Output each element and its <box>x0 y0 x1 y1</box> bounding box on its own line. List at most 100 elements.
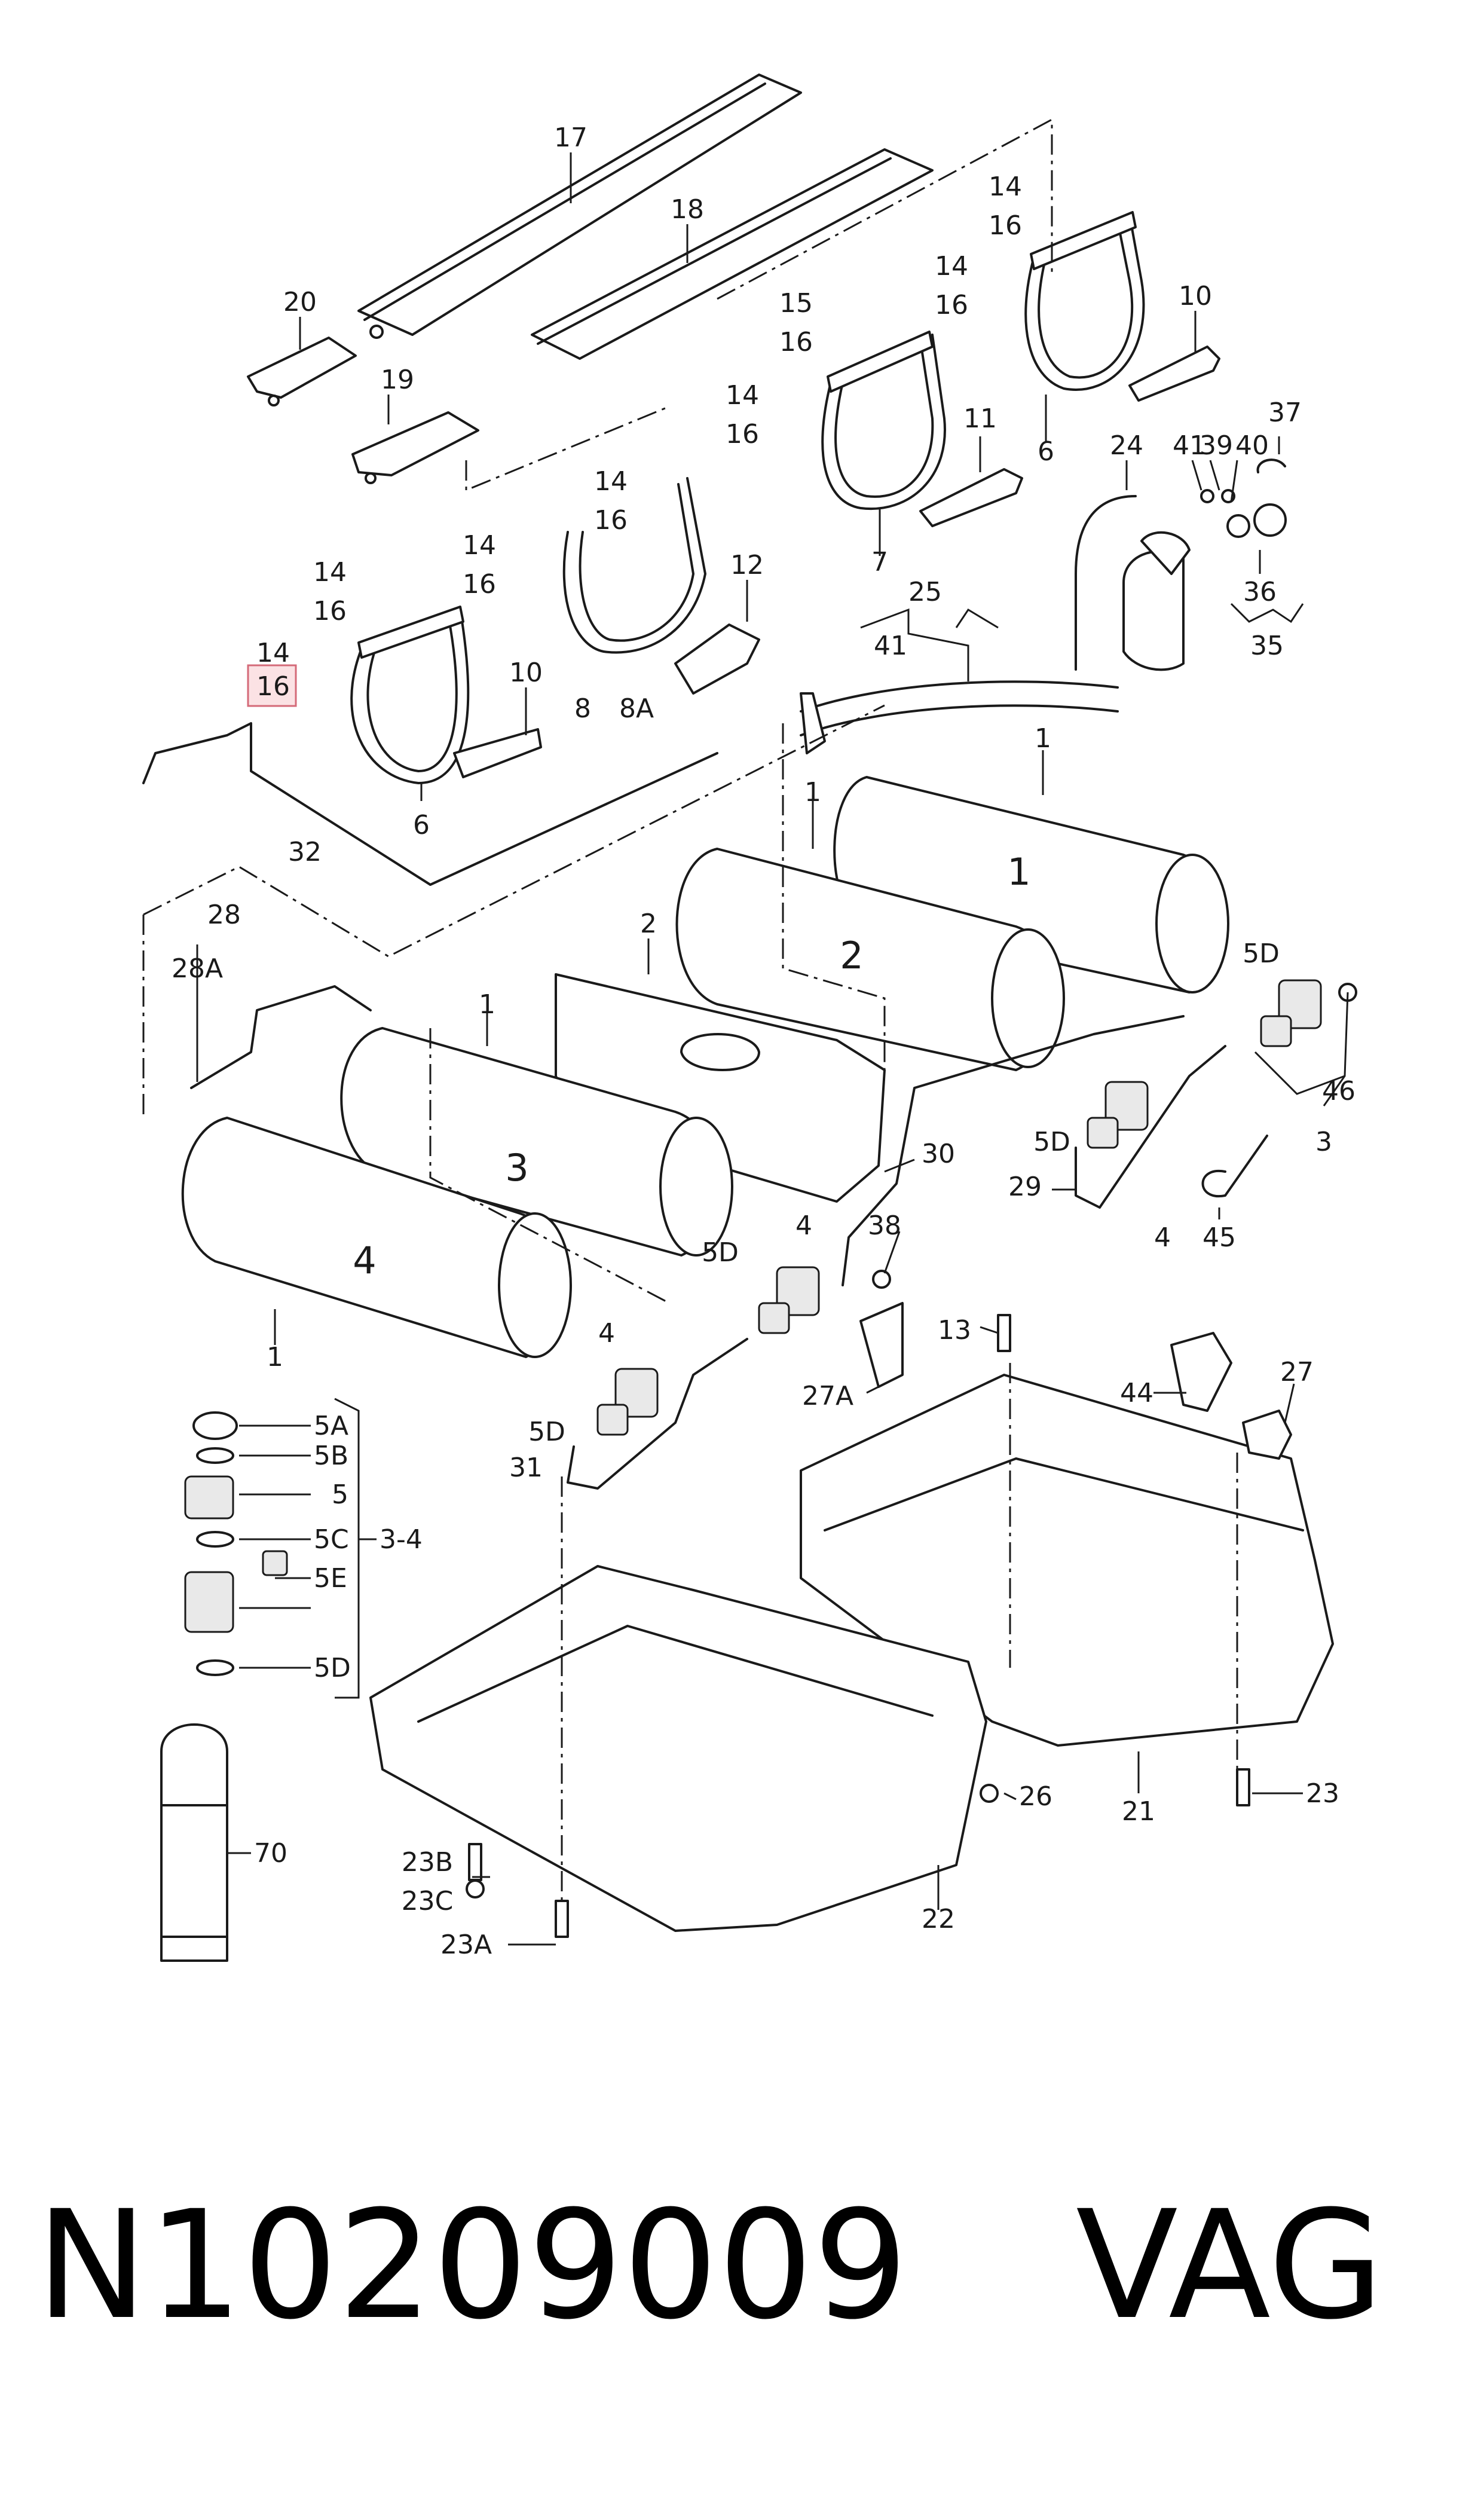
callout-40[interactable]: 40 <box>1235 430 1269 461</box>
footer: N10209009 VAG <box>0 2176 1484 2355</box>
strap-7 <box>821 331 946 510</box>
callout-30[interactable]: 30 <box>922 1139 955 1169</box>
callout-16-r2[interactable]: 16 <box>935 290 968 320</box>
callout-5d-r2[interactable]: 5D <box>1033 1127 1070 1157</box>
callout-5d-mid[interactable]: 5D <box>702 1237 739 1268</box>
callout-4-r[interactable]: 4 <box>1154 1222 1171 1253</box>
callout-14-l2[interactable]: 14 <box>256 638 290 668</box>
callout-1-l[interactable]: 1 <box>479 989 495 1020</box>
callout-14-m2[interactable]: 14 <box>463 530 496 561</box>
callout-5a[interactable]: 5A <box>314 1411 348 1441</box>
callout-16-m2[interactable]: 16 <box>463 569 496 600</box>
callout-28a[interactable]: 28A <box>172 953 223 984</box>
callout-16-l1[interactable]: 16 <box>313 596 347 626</box>
callout-21[interactable]: 21 <box>1122 1796 1155 1827</box>
callout-36[interactable]: 36 <box>1243 577 1277 607</box>
assembly-line-tank <box>142 915 670 1304</box>
callout-3-4[interactable]: 3-4 <box>380 1524 423 1555</box>
callout-24[interactable]: 24 <box>1110 430 1143 461</box>
callout-8[interactable]: 8 <box>574 693 591 724</box>
callout-2[interactable]: 2 <box>640 909 657 939</box>
callout-15[interactable]: 15 <box>779 288 813 319</box>
gas-line-28 <box>190 985 372 1089</box>
callout-5d-r1[interactable]: 5D <box>1243 938 1280 969</box>
gas-line-32 <box>142 722 718 886</box>
callout-5c[interactable]: 5C <box>314 1524 349 1555</box>
callout-10-r[interactable]: 10 <box>1179 281 1212 311</box>
callout-20[interactable]: 20 <box>283 287 317 317</box>
callout-17[interactable]: 17 <box>554 123 588 153</box>
callout-23a[interactable]: 23A <box>440 1930 492 1960</box>
callout-41-top[interactable]: 41 <box>1173 430 1206 461</box>
callout-16-r3[interactable]: 16 <box>779 327 813 357</box>
callout-26[interactable]: 26 <box>1019 1781 1052 1812</box>
strap-10-right <box>1128 346 1220 402</box>
callout-4-mid[interactable]: 4 <box>795 1210 812 1241</box>
callout-5b[interactable]: 5B <box>314 1441 348 1471</box>
callout-19[interactable]: 19 <box>381 365 414 395</box>
callout-37[interactable]: 37 <box>1268 398 1302 428</box>
strap-6-right <box>1024 211 1145 391</box>
callout-23b[interactable]: 23B <box>402 1847 453 1878</box>
callout-5[interactable]: 5 <box>332 1479 348 1510</box>
callout-1-top[interactable]: 1 <box>1035 723 1051 754</box>
callout-13[interactable]: 13 <box>938 1315 971 1346</box>
callout-16-selected[interactable]: 16 <box>256 671 290 702</box>
label-2-cylinder[interactable]: 2 <box>840 934 863 977</box>
callout-1-mid[interactable]: 1 <box>804 777 821 808</box>
callout-14-r4[interactable]: 14 <box>726 380 759 411</box>
brand: VAG <box>1076 2178 1384 2352</box>
callout-4-low[interactable]: 4 <box>598 1318 615 1349</box>
callout-5d-low[interactable]: 5D <box>528 1417 565 1447</box>
label-4-cylinder[interactable]: 4 <box>353 1239 376 1282</box>
cylinder-70 <box>160 1723 228 1962</box>
callout-7[interactable]: 7 <box>871 547 888 577</box>
callout-27[interactable]: 27 <box>1280 1357 1314 1387</box>
callout-28[interactable]: 28 <box>207 900 241 930</box>
callout-14-m1[interactable]: 14 <box>594 466 628 497</box>
callout-14-r2[interactable]: 14 <box>935 251 968 282</box>
callout-35[interactable]: 35 <box>1250 631 1284 661</box>
callout-23c[interactable]: 23C <box>402 1886 454 1916</box>
callout-25[interactable]: 25 <box>908 577 942 607</box>
callout-14-l1[interactable]: 14 <box>313 557 347 588</box>
strap-8 <box>562 477 706 654</box>
callout-11[interactable]: 11 <box>963 403 997 434</box>
label-3-cylinder[interactable]: 3 <box>505 1146 528 1190</box>
callout-44[interactable]: 44 <box>1120 1378 1153 1408</box>
label-1-cylinder[interactable]: 1 <box>1007 850 1030 894</box>
callout-39[interactable]: 39 <box>1200 430 1233 461</box>
callout-8a[interactable]: 8A <box>619 693 654 724</box>
bracket-19 <box>351 411 479 484</box>
callout-16-r1[interactable]: 16 <box>989 210 1022 241</box>
callout-6-r[interactable]: 6 <box>1038 436 1054 467</box>
callout-27a[interactable]: 27A <box>802 1381 853 1411</box>
callout-38[interactable]: 38 <box>868 1210 901 1241</box>
callout-5e[interactable]: 5E <box>314 1563 347 1594</box>
callout-23[interactable]: 23 <box>1306 1778 1339 1809</box>
callout-29[interactable]: 29 <box>1008 1172 1042 1202</box>
assembly-line-left-kit <box>143 704 885 958</box>
callout-16-m1[interactable]: 16 <box>594 505 628 536</box>
callout-70[interactable]: 70 <box>254 1838 287 1869</box>
strap-6-left <box>350 606 470 784</box>
callout-45[interactable]: 45 <box>1203 1222 1236 1253</box>
callout-16-r4[interactable]: 16 <box>726 419 759 450</box>
kit-3-4 <box>184 1411 288 1676</box>
callout-3[interactable]: 3 <box>1315 1127 1332 1157</box>
callout-18[interactable]: 18 <box>671 194 704 225</box>
callout-5d-kit[interactable]: 5D <box>314 1653 351 1683</box>
callout-46[interactable]: 46 <box>1322 1076 1356 1106</box>
bracket-11 <box>919 468 1023 527</box>
callout-31[interactable]: 31 <box>509 1453 543 1483</box>
callout-32[interactable]: 32 <box>288 837 322 867</box>
callout-10-l[interactable]: 10 <box>509 658 543 688</box>
fasteners <box>466 983 1357 1938</box>
callout-1-bottom[interactable]: 1 <box>267 1342 283 1372</box>
callout-12[interactable]: 12 <box>730 550 764 580</box>
callout-6-l[interactable]: 6 <box>413 810 430 840</box>
callout-14-r1[interactable]: 14 <box>989 172 1022 202</box>
cylinder-3 <box>340 1027 733 1257</box>
callout-22[interactable]: 22 <box>922 1904 955 1934</box>
callout-41[interactable]: 41 <box>874 631 907 661</box>
